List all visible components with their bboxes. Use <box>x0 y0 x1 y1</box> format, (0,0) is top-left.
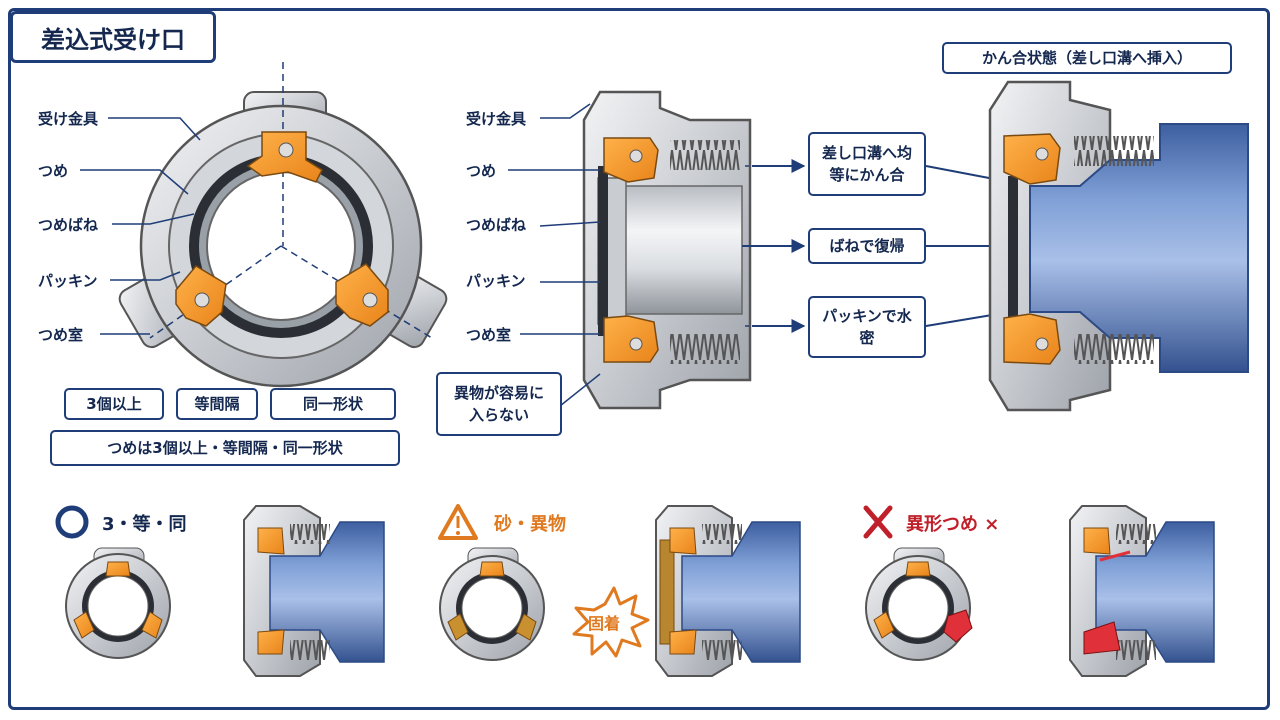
foreign-matter-note: 異物が容易に入らない <box>436 372 562 436</box>
label-claw-chamber: つめ室 <box>38 326 84 344</box>
claw-top <box>246 131 323 183</box>
section-label-claw: つめ <box>466 162 497 180</box>
tag-three-or-more: 3個以上 <box>64 388 164 420</box>
section-label-claw-chamber: つめ室 <box>466 326 512 344</box>
burst-shape <box>572 586 650 658</box>
seized-burst-label: 固着 <box>588 614 621 633</box>
cross-ng-icon <box>863 505 893 539</box>
section-label-receiver-fitting: 受け金具 <box>466 110 527 128</box>
section-view <box>582 90 800 410</box>
engaged-view <box>988 80 1249 412</box>
panel-ok-title: 3・等・同 <box>102 514 187 535</box>
claw-right <box>335 263 389 327</box>
mini-section-sand <box>655 505 801 677</box>
panel-ng-title: 異形つめ × <box>906 514 1000 535</box>
circle-ok-icon <box>55 505 89 539</box>
label-claw: つめ <box>38 162 69 180</box>
tag-same-shape: 同一形状 <box>270 388 396 420</box>
mid-leaders <box>508 103 601 407</box>
callout-watertight: パッキンで水密 <box>808 296 926 358</box>
tag-equal-spacing: 等間隔 <box>176 388 258 420</box>
panel-sand-title: 砂・異物 <box>494 514 566 535</box>
warning-icon <box>438 504 478 540</box>
section-label-claw-spring: つめばね <box>466 216 527 234</box>
mini-front-ng <box>865 547 973 661</box>
callout-engage: 差し口溝へ均等にかん合 <box>808 132 926 196</box>
page-title: 差込式受け口 <box>10 11 216 63</box>
mini-front-sand <box>439 547 545 661</box>
callout-spring-return: ばねで復帰 <box>808 228 926 264</box>
mini-section-ok <box>243 505 385 677</box>
mini-front-ok <box>65 547 171 659</box>
criteria-summary: つめは3個以上・等間隔・同一形状 <box>50 430 400 466</box>
label-claw-spring: つめばね <box>38 216 99 234</box>
left-leaders <box>80 117 201 335</box>
claw-left <box>175 265 227 327</box>
front-view-coupling <box>118 62 448 388</box>
label-gasket: パッキン <box>38 272 98 290</box>
section-label-gasket: パッキン <box>466 272 526 290</box>
label-receiver-fitting: 受け金具 <box>38 110 99 128</box>
engaged-state-title: かん合状態（差し口溝へ挿入） <box>942 42 1232 74</box>
mini-section-ng <box>1069 505 1215 677</box>
